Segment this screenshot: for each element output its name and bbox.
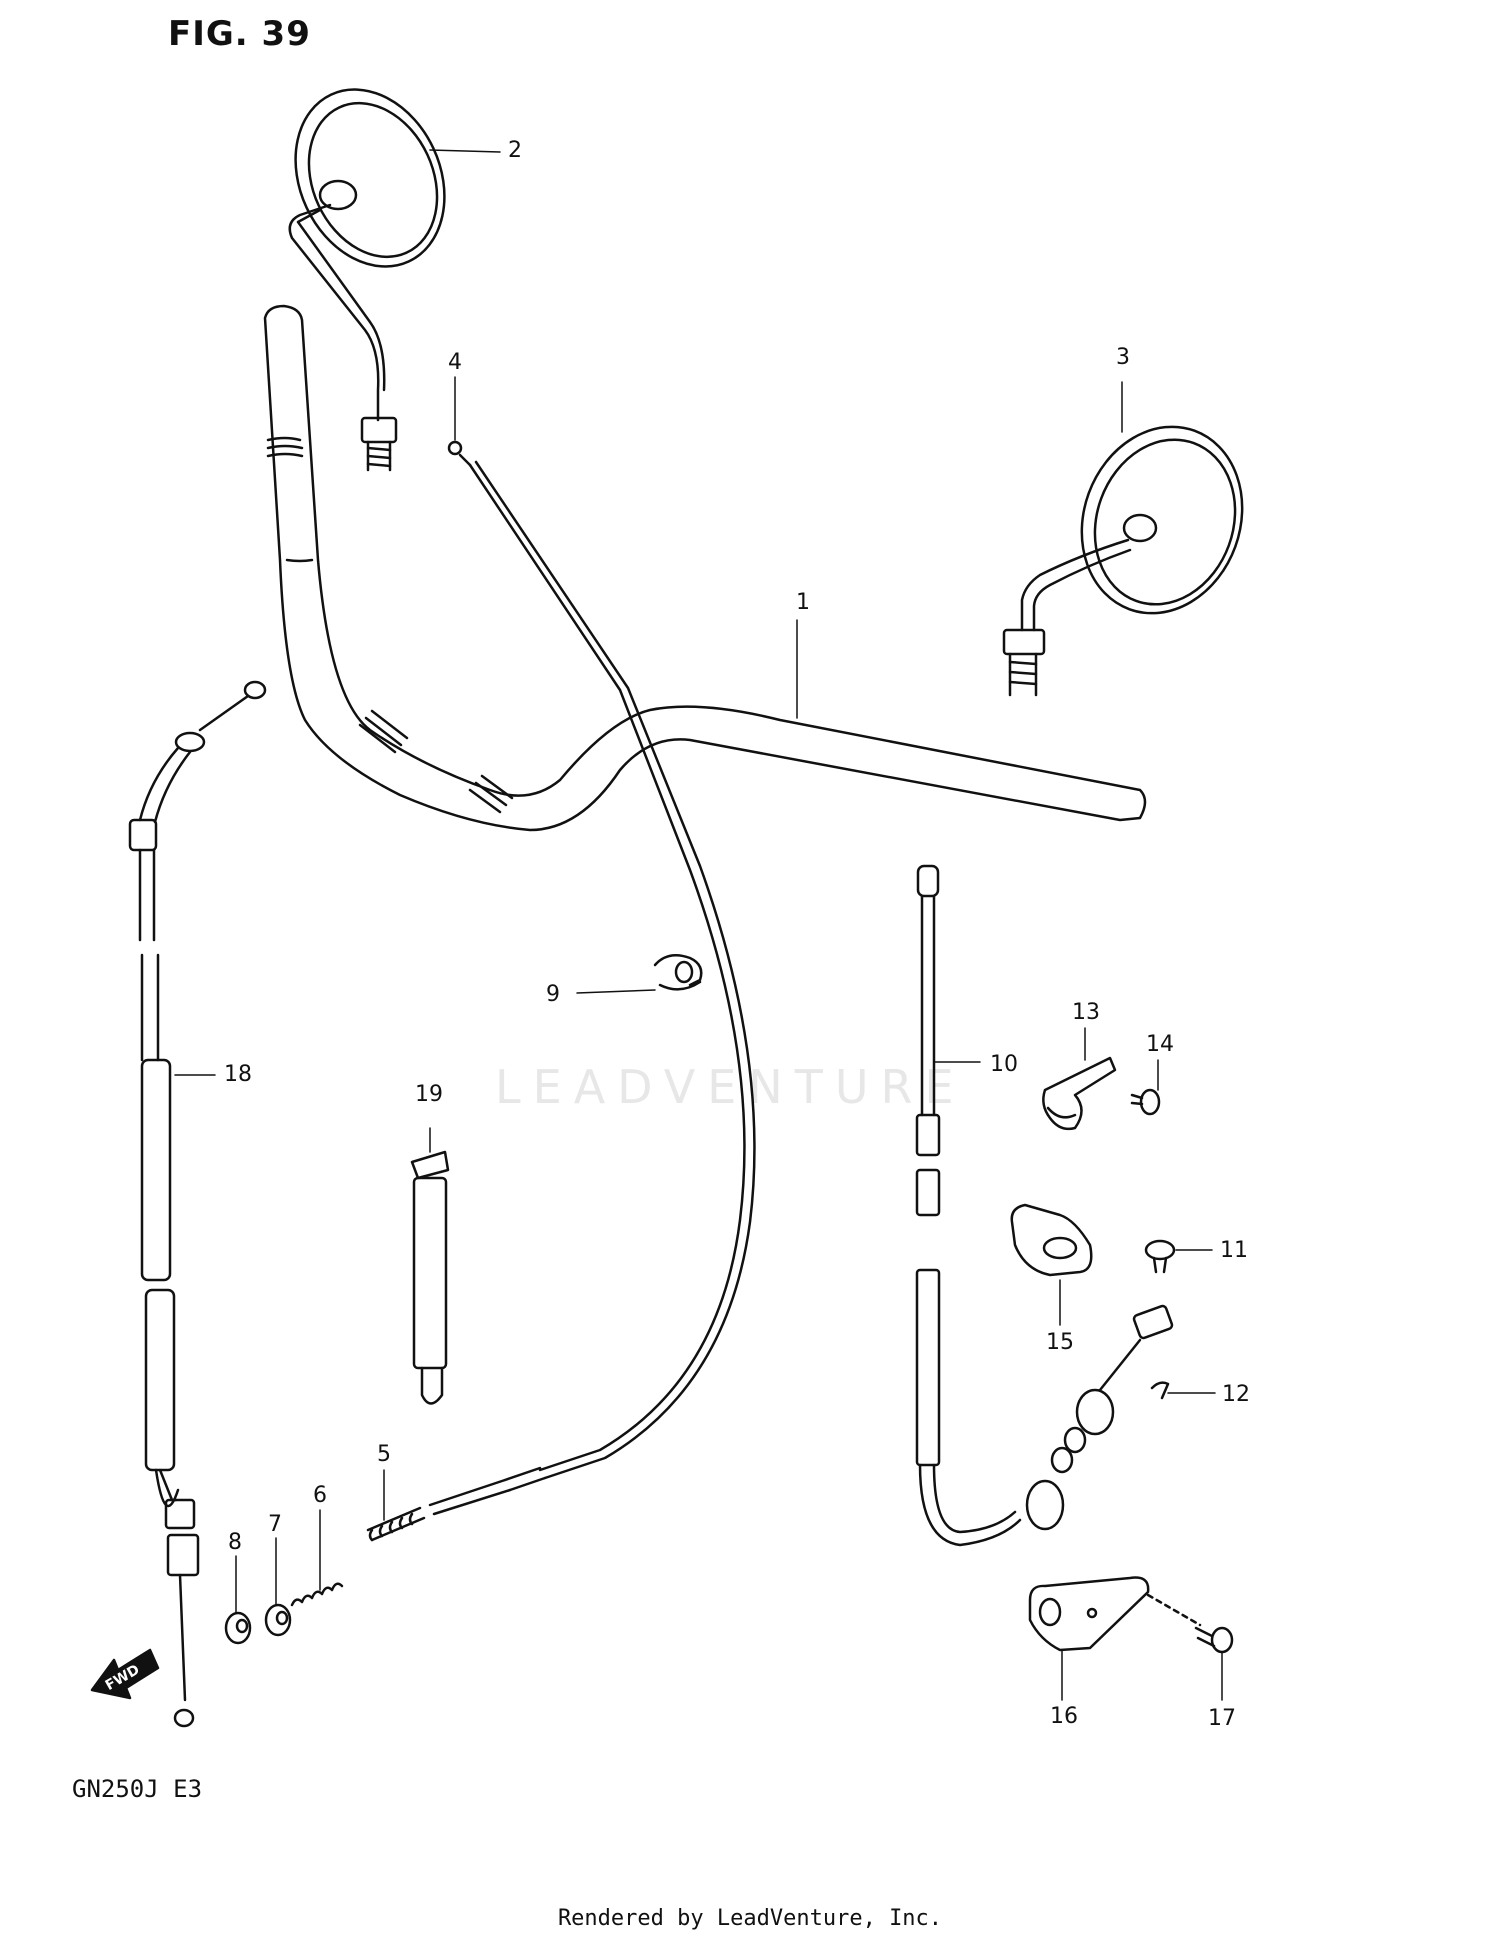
callout-7: 7 [268, 1512, 282, 1537]
callout-6: 6 [313, 1483, 327, 1508]
callout-3: 3 [1116, 345, 1130, 370]
part-9-clamp [653, 953, 703, 991]
callout-4: 4 [448, 350, 462, 375]
part-14-screw [1130, 1088, 1161, 1116]
callout-19: 19 [415, 1082, 443, 1107]
callout-10: 10 [990, 1052, 1018, 1077]
part-8-nut [224, 1611, 252, 1645]
callout-16: 16 [1050, 1704, 1078, 1729]
part-7-washer [264, 1603, 292, 1637]
callout-13: 13 [1072, 1000, 1100, 1025]
callout-1: 1 [796, 590, 810, 615]
part-18-cable [128, 680, 267, 1728]
part-6-spring [290, 1582, 344, 1607]
model-code: GN250J E3 [72, 1775, 203, 1803]
part-1-handlebar [263, 304, 1147, 832]
callout-2: 2 [508, 138, 522, 163]
part-11-screw [1144, 1239, 1176, 1274]
part-12-pin [1150, 1381, 1170, 1400]
footer-credit: Rendered by LeadVenture, Inc. [557, 1906, 943, 1931]
part-2-left-mirror [288, 88, 446, 472]
callout-9: 9 [546, 982, 560, 1007]
part-10-clutch-cable [915, 864, 1022, 1547]
callout-14: 14 [1146, 1032, 1174, 1057]
watermark-text: LEADVENTURE [495, 1060, 966, 1114]
part-19-tie-strap [410, 1150, 450, 1405]
part-13-bracket [1042, 1056, 1117, 1131]
callout-12: 12 [1222, 1382, 1250, 1407]
callout-5: 5 [377, 1442, 391, 1467]
part-3-right-mirror [1002, 425, 1244, 697]
part-11-12-cable-assembly [1025, 1304, 1174, 1531]
callout-15: 15 [1046, 1330, 1074, 1355]
part-4-cable-end [447, 440, 756, 1492]
part-15-rubber-cover [1010, 1203, 1093, 1277]
callout-8: 8 [228, 1530, 242, 1555]
callout-17: 17 [1208, 1706, 1236, 1731]
callout-18: 18 [224, 1062, 252, 1087]
part-16-lever-bracket [1028, 1576, 1150, 1652]
part-5-adjuster [366, 1478, 512, 1542]
fwd-arrow [90, 1648, 160, 1700]
callout-11: 11 [1220, 1238, 1248, 1263]
part-17-bolt [1194, 1626, 1234, 1654]
figure-title: FIG. 39 [168, 14, 311, 54]
